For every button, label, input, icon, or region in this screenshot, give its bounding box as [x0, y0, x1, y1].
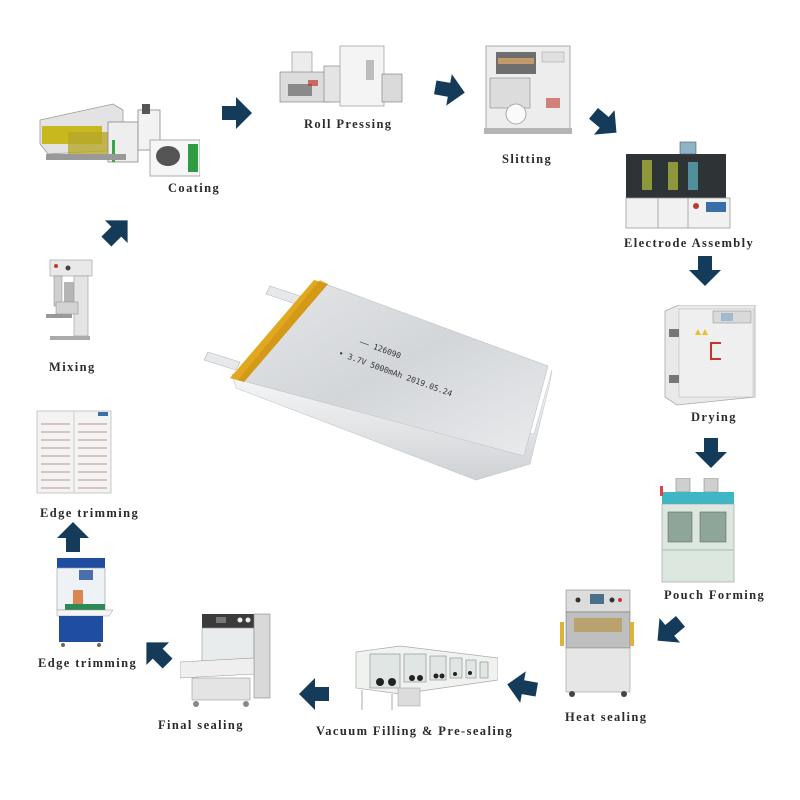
final-sealing-machine-image [179, 612, 272, 710]
coating-machine-image [38, 92, 201, 182]
step-label-pouch-forming: Pouch Forming [664, 588, 766, 602]
edge-trimming-cabinet-image-upper [36, 410, 112, 496]
arrow-down-left-icon [645, 607, 693, 655]
arrow-right-icon [430, 70, 469, 109]
arrow-left-icon [297, 677, 331, 711]
step-label-coating: Coating [168, 181, 221, 195]
arrow-left-icon [502, 667, 541, 706]
arrow-down-icon [694, 436, 728, 470]
heat-sealing-machine-image [560, 588, 636, 698]
mixing-machine-image [44, 258, 96, 348]
step-label-mixing: Mixing [49, 360, 96, 374]
arrow-down-right-icon [581, 99, 629, 147]
step-label-vacuum-filling: Vacuum Filling & Pre-sealing [316, 724, 514, 738]
step-label-slitting: Slitting [502, 152, 553, 166]
step-label-drying: Drying [691, 410, 737, 424]
roll-pressing-machine-image [278, 40, 403, 112]
step-label-edge-trimming-lower: Edge trimming [38, 656, 138, 670]
negative-tab [203, 351, 241, 371]
step-label-roll-pressing: Roll Pressing [304, 117, 393, 131]
step-label-edge-trimming-upper: Edge trimming [40, 506, 140, 520]
arrow-up-left-icon [133, 629, 181, 677]
step-label-electrode-assembly: Electrode Assembly [624, 236, 755, 250]
edge-trimming-machine-image-lower [55, 556, 117, 648]
pouch-cell-image: —— 126090 • 3.7V 5000mAh 2019.05.24 [200, 270, 580, 500]
arrow-up-right-icon [93, 207, 141, 255]
positive-tab [265, 285, 301, 305]
slitting-machine-image [480, 42, 575, 138]
step-label-heat-sealing: Heat sealing [565, 710, 648, 724]
pouch-forming-machine-image [660, 477, 736, 588]
arrow-up-icon [56, 520, 90, 554]
step-label-final-sealing: Final sealing [158, 718, 244, 732]
electrode-assembly-machine-image [624, 140, 734, 232]
vacuum-filling-machine-image [352, 636, 499, 712]
drying-oven-image [663, 304, 757, 407]
arrow-down-icon [688, 254, 722, 288]
arrow-right-icon [220, 96, 254, 130]
